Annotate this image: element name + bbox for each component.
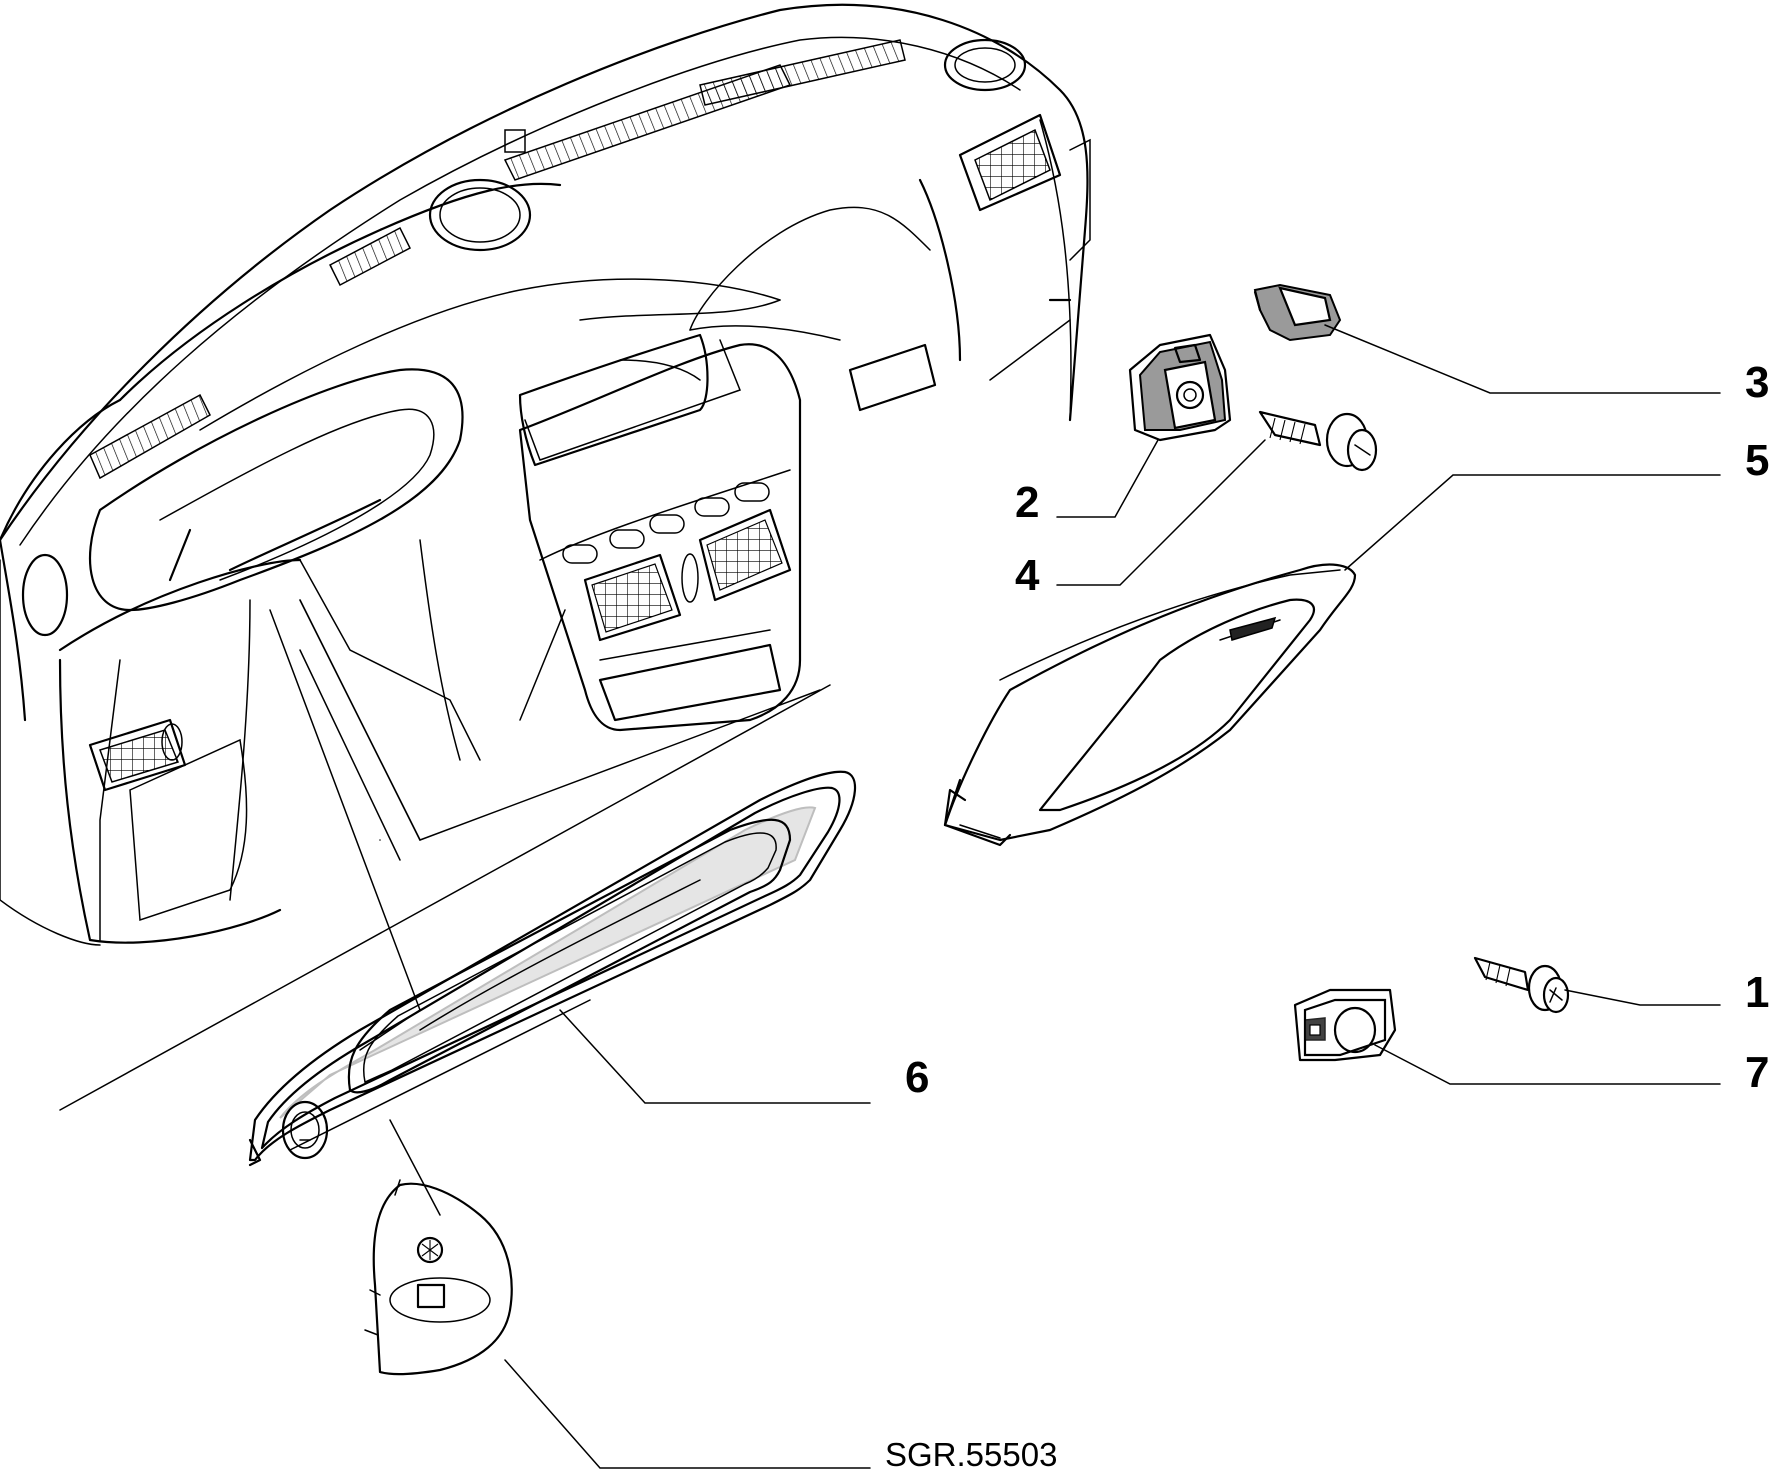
callout-label-5: 5 xyxy=(1745,436,1769,485)
callout-labels: 3 5 2 4 6 1 7 SGR.55503 xyxy=(885,358,1769,1473)
part-7-clip-nut xyxy=(1293,988,1397,1062)
callout-label-1: 1 xyxy=(1745,968,1769,1017)
reference-code: SGR.55503 xyxy=(885,1436,1057,1473)
callout-label-7: 7 xyxy=(1745,1048,1769,1097)
callout-label-4: 4 xyxy=(1015,551,1040,600)
part-6-cluster-bezel xyxy=(248,770,857,1167)
dashboard-assembly xyxy=(0,3,1091,1111)
callout-label-3: 3 xyxy=(1745,358,1769,407)
part-2-bracket xyxy=(1128,333,1232,442)
callout-leaders xyxy=(504,324,1721,1469)
part-5-storage-pocket xyxy=(943,563,1357,847)
callout-label-2: 2 xyxy=(1015,478,1039,527)
callout-label-6: 6 xyxy=(905,1053,929,1102)
part-4-screw xyxy=(1258,410,1378,472)
part-3-spring-clip xyxy=(1253,283,1342,342)
part-1-screw xyxy=(1473,956,1570,1014)
switch-module xyxy=(364,1179,513,1376)
